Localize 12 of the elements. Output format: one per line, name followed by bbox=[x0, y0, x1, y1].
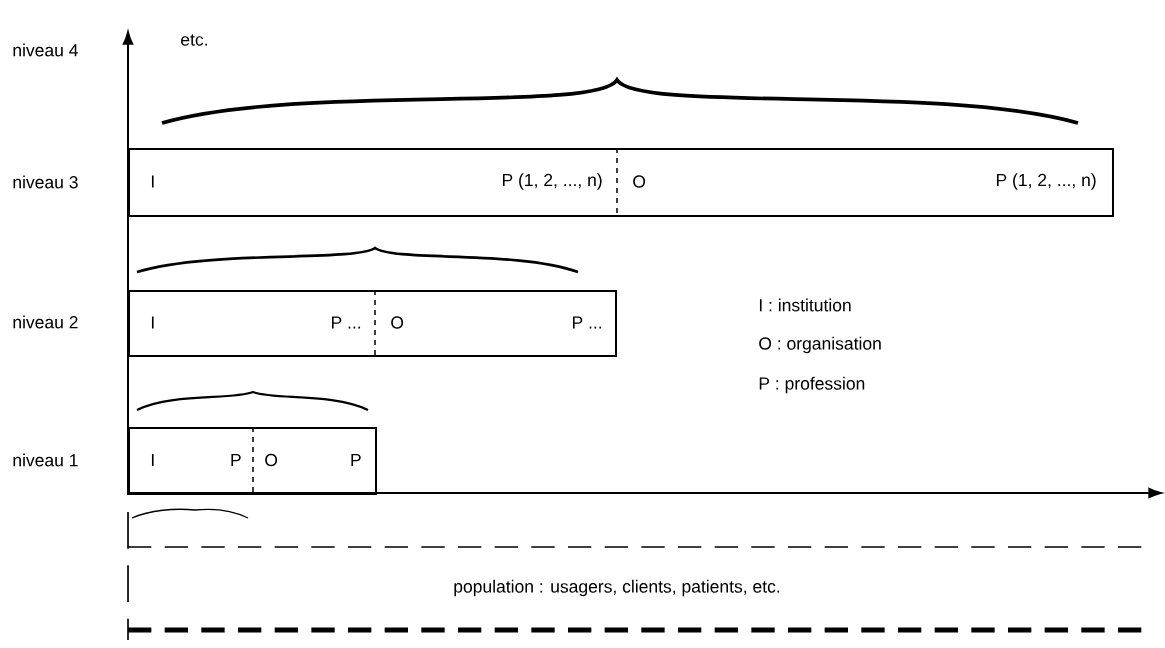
population-band: population : usagers, clients, patients, etc. bbox=[127, 511, 1151, 641]
axis-label: niveau 2 bbox=[13, 315, 78, 329]
axis-label: I : institution bbox=[759, 298, 851, 312]
level-box: I P (1, 2, ..., n) O P (1, 2, ..., n) bbox=[128, 147, 1114, 217]
level-box: I P ... O P ... bbox=[128, 289, 617, 357]
axis-label: niveau 1 bbox=[13, 453, 78, 467]
axis-label: P : profession bbox=[759, 376, 865, 394]
axis-label: etc. bbox=[181, 34, 207, 46]
axis-label: niveau 3 bbox=[13, 175, 78, 189]
axis-label: niveau 4 bbox=[13, 43, 78, 57]
level-box: I P O P bbox=[128, 426, 377, 495]
axis-label: O : organisation bbox=[759, 336, 881, 354]
